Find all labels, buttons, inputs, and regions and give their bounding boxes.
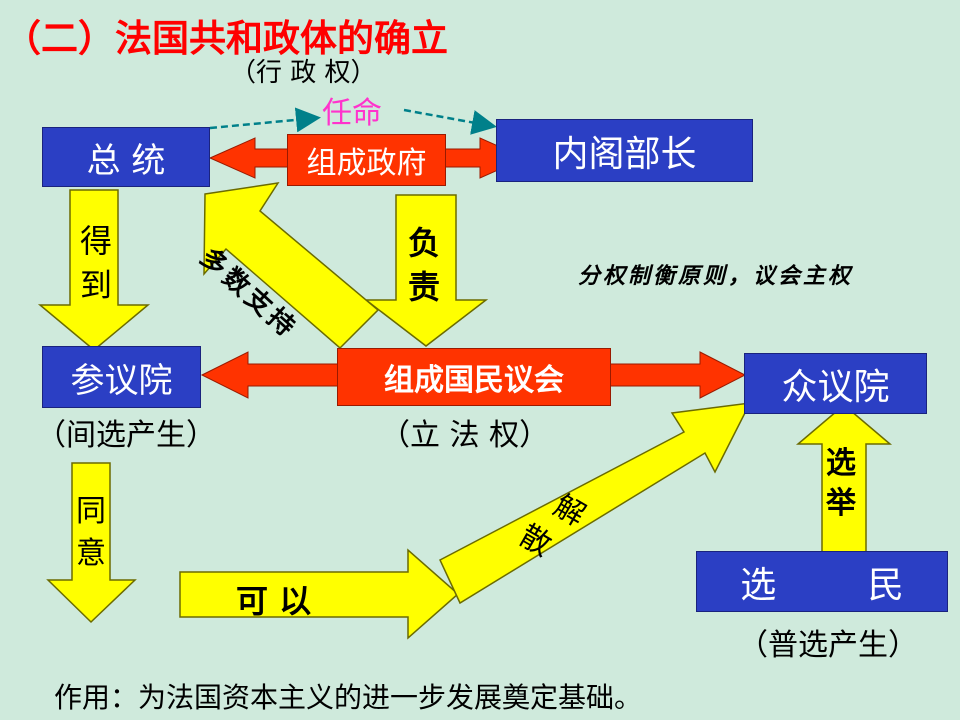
can-label: 可 以 bbox=[236, 582, 312, 620]
voters-note: （普选产生） bbox=[738, 628, 918, 663]
national-assembly-box: 组成国民议会 bbox=[337, 348, 611, 406]
principle-note: 分权制衡原则，议会主权 bbox=[578, 264, 854, 289]
can-arrow bbox=[179, 548, 460, 640]
dissolve-arrow bbox=[439, 402, 752, 605]
responsible-arrow bbox=[363, 194, 489, 347]
elect-char-2: 举 bbox=[826, 486, 856, 521]
national-assembly-label: 组成国民议会 bbox=[384, 363, 564, 398]
page-title: （二）法国共和政体的确立 bbox=[4, 17, 448, 60]
agree-char-1: 同 bbox=[76, 494, 106, 529]
elect-arrow bbox=[795, 404, 893, 556]
agree-char-2: 意 bbox=[76, 536, 106, 571]
chamber-label: 众议院 bbox=[781, 366, 890, 408]
senate-note: （间选产生） bbox=[36, 418, 216, 453]
voters-label: 选 民 bbox=[740, 564, 904, 606]
majority-support-arrow bbox=[203, 182, 380, 350]
ministers-label: 内阁部长 bbox=[552, 133, 697, 175]
appoint-arrow-right bbox=[403, 108, 497, 135]
appoint-arrow-left bbox=[209, 107, 321, 133]
appoint-label: 任命 bbox=[322, 96, 382, 131]
effect-statement: 作用：为法国资本主义的进一步发展奠定基础。 bbox=[54, 681, 643, 714]
form-government-label: 组成政府 bbox=[306, 146, 427, 181]
president-label: 总 统 bbox=[86, 140, 166, 181]
responsible-char-1: 负 bbox=[408, 224, 441, 262]
executive-label: （行 政 权） bbox=[230, 58, 377, 88]
president-box: 总 统 bbox=[42, 127, 210, 187]
ministers-box: 内阁部长 bbox=[496, 119, 753, 182]
chamber-box: 众议院 bbox=[744, 353, 927, 414]
obtain-char-2: 到 bbox=[80, 266, 113, 304]
responsible-char-2: 责 bbox=[408, 268, 441, 306]
agree-arrow bbox=[46, 462, 137, 624]
obtain-arrow bbox=[37, 189, 151, 351]
voters-box: 选 民 bbox=[696, 551, 948, 612]
legislative-label: （立 法 权） bbox=[380, 418, 550, 453]
senate-box: 参议院 bbox=[42, 346, 201, 408]
obtain-char-1: 得 bbox=[80, 222, 113, 260]
senate-label: 参议院 bbox=[70, 360, 173, 401]
form-government-box: 组成政府 bbox=[287, 134, 446, 186]
elect-char-1: 选 bbox=[826, 446, 856, 481]
